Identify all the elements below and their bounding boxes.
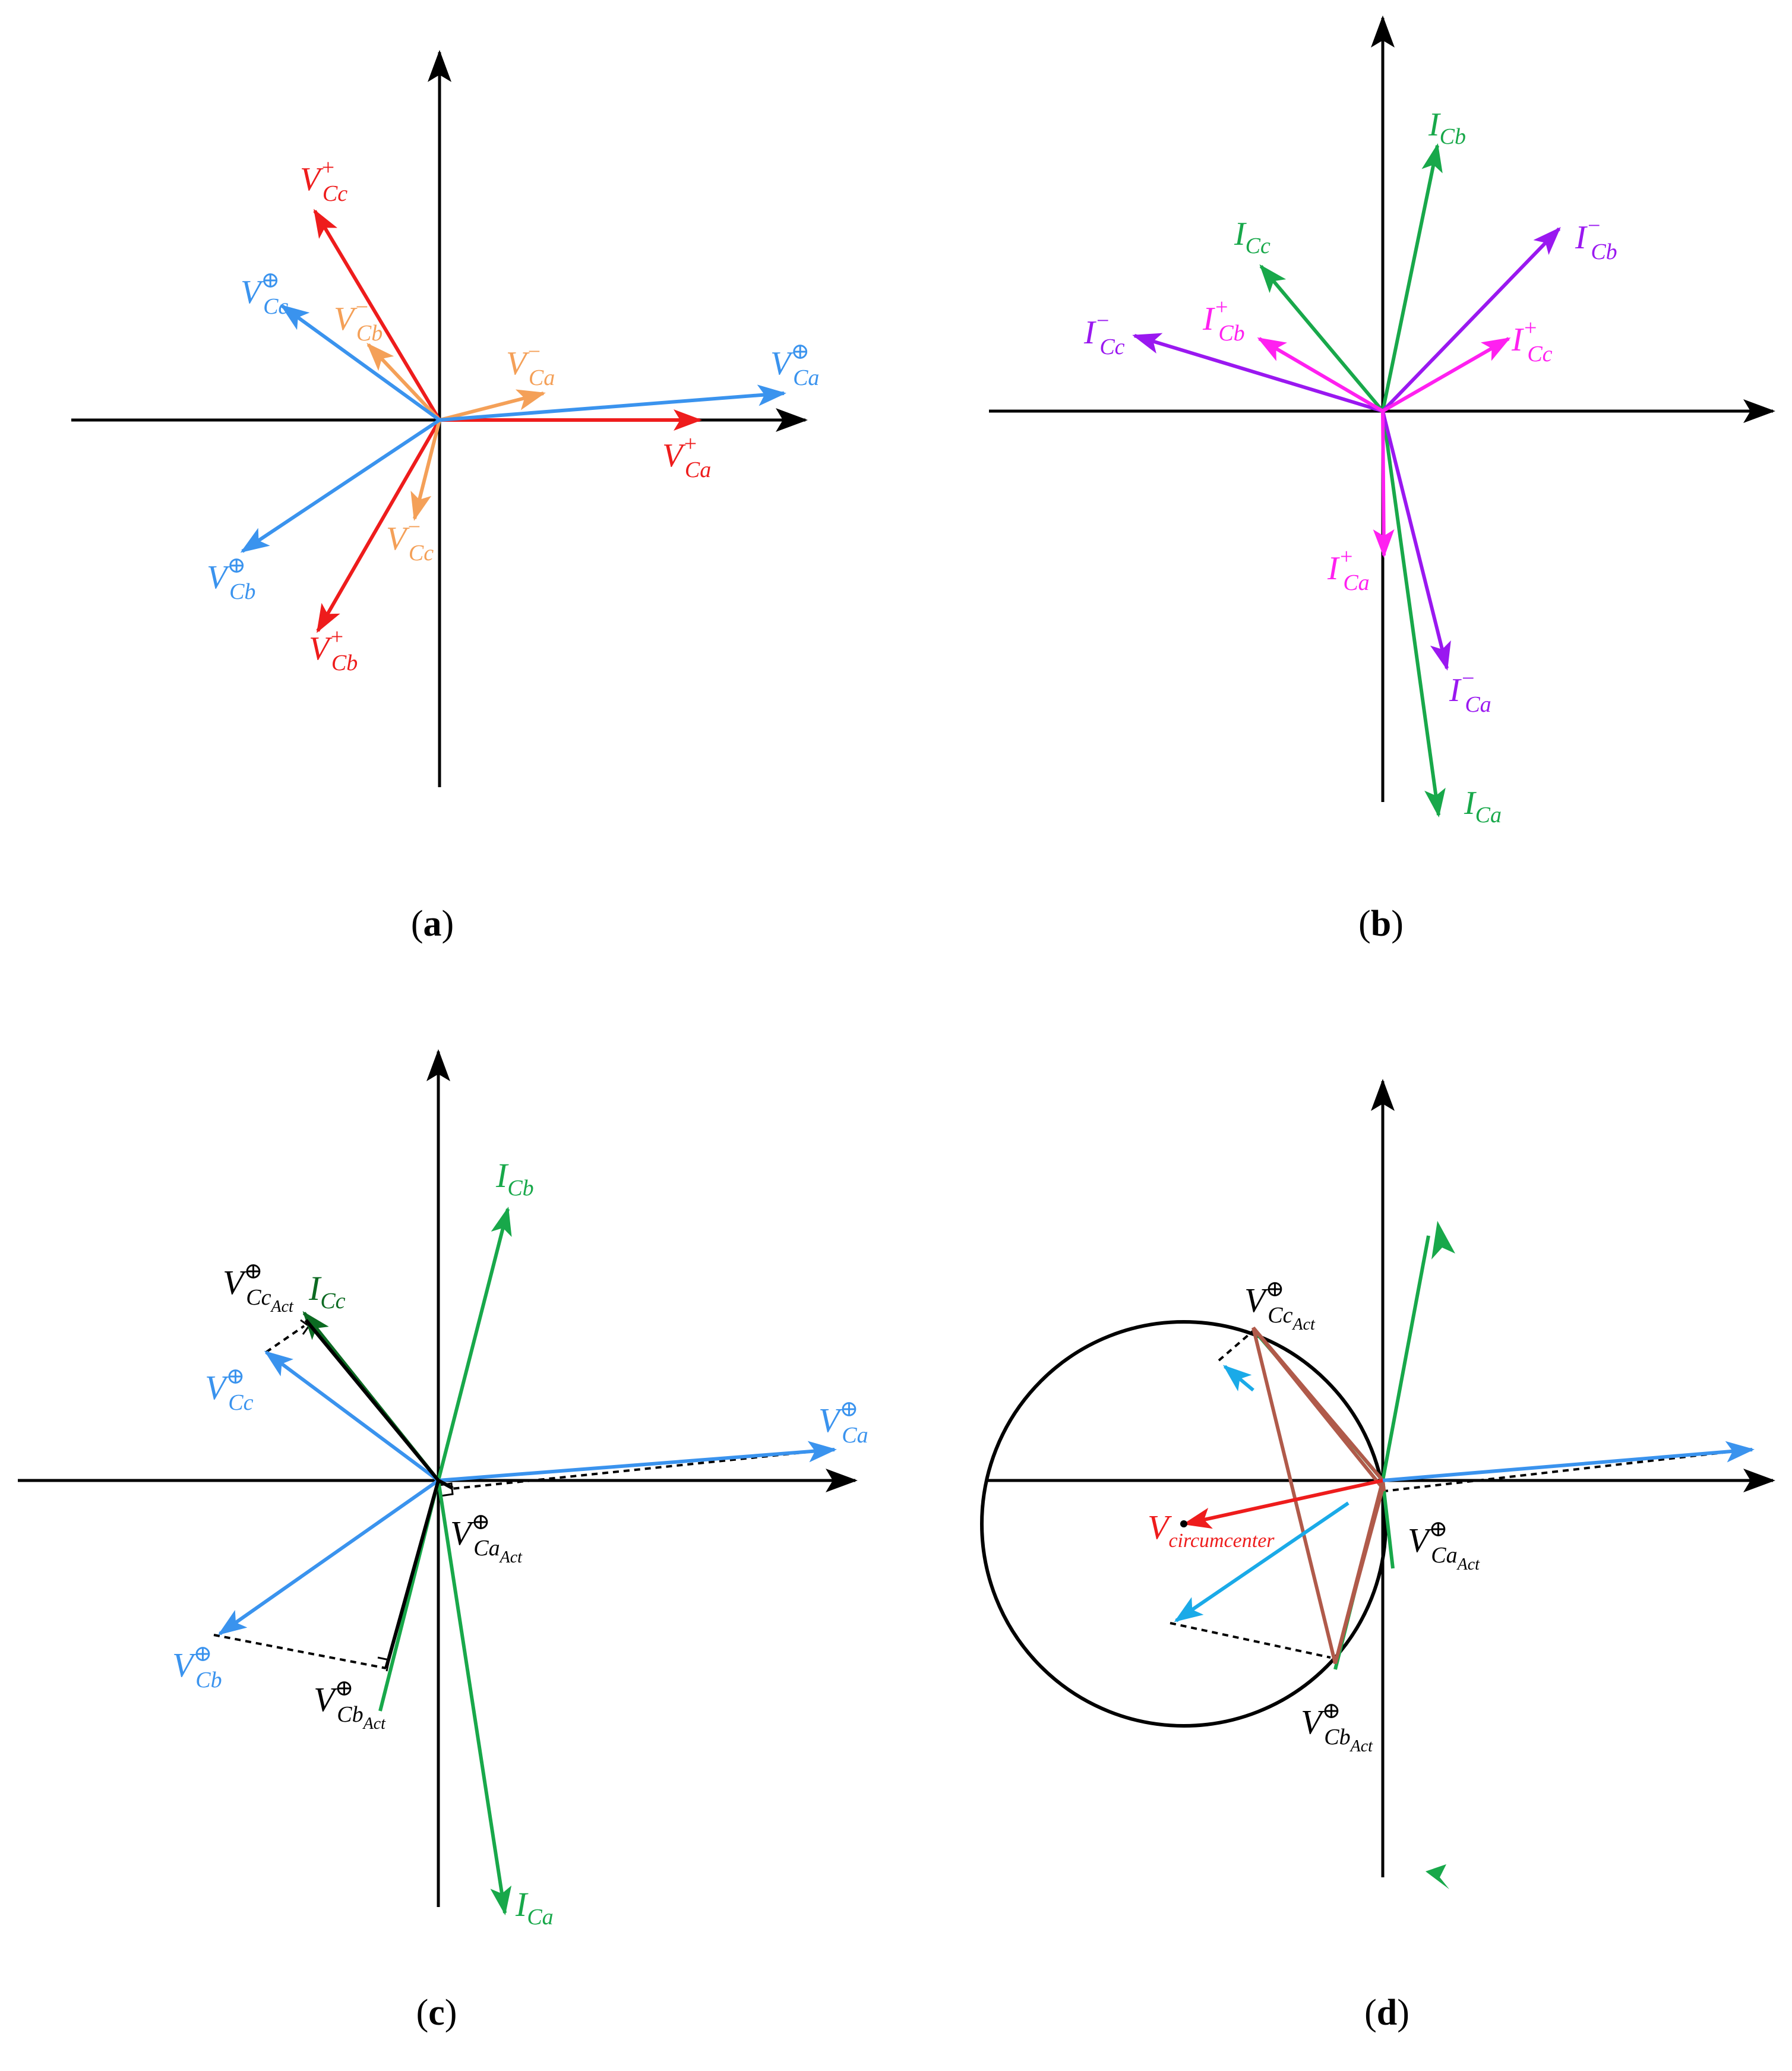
vec-b-I_Ca <box>1381 411 1446 817</box>
label-d-V_Cb_act: V⊕CbAct <box>1301 1699 1373 1756</box>
vec-d-V_Ca_oplus <box>1382 1441 1755 1482</box>
vec-d-V_Cc_act <box>1251 1327 1385 1482</box>
panel-a-caption: (a) <box>411 904 454 944</box>
label-d-V_Cc_act: V⊕CcAct <box>1244 1277 1316 1334</box>
proj-c-Cb <box>213 1634 387 1669</box>
label-a-V_Cb_oplus: V⊕Cb <box>207 553 255 604</box>
label-b-I_Ca_plus: I+Ca <box>1327 544 1370 595</box>
arrowhead-d-bottom-green <box>1426 1864 1449 1889</box>
proj-d-Cc <box>1218 1330 1254 1362</box>
label-a-V_Cc_plus: V+Cc <box>300 155 347 206</box>
vec-d-I_Ca <box>1381 1480 1395 1569</box>
label-b-I_Cb_minus: I−Cb <box>1575 213 1617 264</box>
proj-d-Cb <box>1170 1622 1331 1659</box>
label-c-I_Cb: ICb <box>495 1156 534 1201</box>
proj-d-Ca <box>1383 1448 1750 1492</box>
panel-c-caption: (c) <box>416 1993 457 2033</box>
vec-a-V_Cc_oplus <box>280 304 441 422</box>
vec-d-I_Cb <box>1381 1235 1430 1481</box>
label-b-I_Cb_plus: I+Cb <box>1202 295 1245 346</box>
vec-c-V_Cc_act <box>304 1319 440 1482</box>
vec-d-V_Cb_act <box>1333 1480 1385 1664</box>
label-a-V_Ca_minus: V−Ca <box>506 339 555 390</box>
vec-b-I_Cc <box>1259 264 1385 412</box>
label-c-V_Cb_act: V⊕CbAct <box>314 1676 386 1733</box>
label-a-V_Ca_plus: V+Ca <box>662 431 711 482</box>
panel-d-caption: (d) <box>1364 1993 1409 2033</box>
vec-a-V_Ca_oplus <box>439 384 786 422</box>
arrowhead-d-top-green <box>1431 1221 1455 1259</box>
label-d-V_circ: Vcircumcenter <box>1148 1508 1275 1552</box>
label-b-I_Cc_plus: I+Cc <box>1511 315 1553 367</box>
label-b-I_Cb: ICb <box>1428 106 1466 149</box>
label-c-V_Cc_act: V⊕CcAct <box>223 1259 294 1316</box>
circumcenter-dot <box>1180 1520 1187 1527</box>
vec-b-I_Cb_minus <box>1381 227 1561 413</box>
panel-a: V+Ca V+Cb V+Cc V−Ca V−Cb V−Cc V⊕Ca V⊕Cb … <box>71 50 819 944</box>
label-c-I_Cc: ICc <box>308 1269 346 1314</box>
vec-a-V_Cb_plus <box>316 419 441 633</box>
vec-a-V_Cb_minus <box>366 343 441 422</box>
vec-c-I_Cb <box>437 1207 512 1481</box>
vec-d-V_Cc_oplus <box>1222 1365 1254 1392</box>
label-b-I_Ca_minus: I−Ca <box>1449 666 1491 717</box>
label-a-V_Cb_minus: V−Cb <box>334 295 383 346</box>
label-b-I_Cc: ICc <box>1234 216 1270 258</box>
vec-a-V_Cc_minus <box>410 419 441 521</box>
vec-c-V_Cb_act <box>384 1480 440 1669</box>
vec-b-I_Cc_plus <box>1382 337 1511 413</box>
label-c-V_Ca_act: V⊕CaAct <box>450 1510 523 1567</box>
vec-b-I_Ca_minus <box>1381 411 1451 671</box>
vec-b-I_Ca_plus <box>1373 411 1395 558</box>
label-a-V_Cb_plus: V+Cb <box>309 624 358 675</box>
label-c-V_Cb_oplus: V⊕Cb <box>172 1641 222 1693</box>
label-b-I_Cc_minus: I−Cc <box>1083 308 1125 359</box>
label-c-I_Ca: ICa <box>515 1885 554 1930</box>
vec-a-V_Ca_minus <box>439 389 546 422</box>
vec-b-I_Cc_minus <box>1132 333 1383 413</box>
proj-c-Cc <box>265 1325 305 1353</box>
vec-d-V_Cb_oplus <box>1174 1501 1349 1622</box>
label-b-I_Ca: ICa <box>1464 785 1502 828</box>
vec-b-I_Cb <box>1381 143 1443 412</box>
label-a-V_Ca_oplus: V⊕Ca <box>770 339 819 390</box>
label-d-V_Ca_act: V⊕CaAct <box>1408 1517 1480 1574</box>
label-a-V_Cc_minus: V−Cc <box>386 514 434 566</box>
vec-a-V_Cb_oplus <box>240 418 441 553</box>
vec-c-I_Ca <box>437 1480 512 1915</box>
vec-d-V_circ <box>1183 1479 1383 1529</box>
panel-b: ICa ICb ICc I−Ca I−Cb I−Cc I+Ca I+Cb I+C… <box>989 15 1775 944</box>
panel-b-caption: (b) <box>1358 904 1404 944</box>
label-a-V_Cc_oplus: V⊕Cc <box>241 268 288 319</box>
vec-c-V_Ca_oplus <box>438 1441 837 1482</box>
vec-b-I_Cb_plus <box>1257 337 1384 413</box>
circumcircle <box>980 1320 1388 1728</box>
vec-a-V_Cc_plus <box>313 209 441 421</box>
vec-c-V_Cc_oplus <box>264 1350 440 1482</box>
label-c-V_Cc_oplus: V⊕Cc <box>205 1364 254 1415</box>
panel-d: Vcircumcenter V⊕CaAct V⊕CbAct V⊕CcAct (d… <box>980 1079 1775 2033</box>
vec-c-V_Ca_act <box>437 1479 454 1490</box>
panel-c: ICa ICb ICc V⊕Ca V⊕Cb V⊕Cc V⊕CaAct V⊕CbA… <box>18 1049 868 2033</box>
label-c-V_Ca_oplus: V⊕Ca <box>818 1397 868 1448</box>
vec-c-V_Cb_oplus <box>217 1479 440 1636</box>
